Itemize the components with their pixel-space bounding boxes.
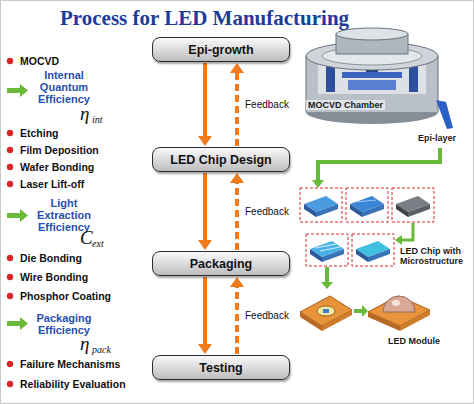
process-flow-arrows: [312, 148, 440, 317]
process-box: LED Chip Design: [152, 147, 290, 172]
process-box: Packaging: [152, 251, 290, 276]
picture-label: LED Module: [388, 336, 440, 346]
list-item: Etching: [20, 127, 59, 139]
symbol-subscript: pack: [92, 344, 111, 355]
list-item: Laser Lift-off: [20, 178, 84, 190]
feedback-arrow: [230, 63, 244, 146]
picture-label: MOCVD Chamber: [306, 100, 385, 110]
picture-label: LED Chip with Microstructure: [400, 246, 470, 266]
efficiency-label: Internal Quantum Efficiency: [28, 69, 100, 105]
list-item: Film Deposition: [20, 144, 99, 156]
symbol-subscript: ext: [92, 238, 104, 249]
edge-label: Feedback: [244, 99, 290, 111]
process-box: Testing: [152, 355, 290, 380]
list-item: Failure Mechanisms: [20, 358, 120, 370]
picture-label: Epi-layer: [418, 133, 456, 143]
efficiency-symbol: η: [80, 104, 89, 123]
box-text: LED Chip Design: [170, 153, 271, 167]
flow-arrow: [198, 173, 212, 250]
edge-label: Feedback: [244, 206, 290, 218]
process-box: Epi-growth: [152, 37, 290, 62]
efficiency-symbol: η: [80, 334, 89, 353]
bullet-dots: [7, 58, 13, 387]
box-text: Testing: [199, 361, 243, 375]
list-item: Reliability Evaluation: [20, 378, 126, 390]
mocvd-chamber: [306, 28, 453, 129]
list-item: Wafer Bonding: [20, 161, 94, 173]
box-text: Epi-growth: [188, 43, 253, 57]
list-item: Wire Bonding: [20, 271, 88, 283]
led-modules: [300, 296, 430, 331]
flow-arrow: [198, 63, 212, 146]
efficiency-symbol: C: [80, 228, 93, 247]
list-item: MOCVD: [20, 55, 59, 67]
symbol-subscript: int: [92, 114, 103, 125]
edge-label: Feedback: [244, 310, 290, 322]
diagram-title: Process for LED Manufacturing: [60, 6, 349, 30]
feedback-arrow: [230, 277, 244, 354]
chip-wafers: [300, 188, 434, 222]
box-text: Packaging: [190, 257, 253, 271]
flow-arrow: [198, 277, 212, 354]
list-item: Die Bonding: [20, 252, 82, 264]
feedback-arrow: [230, 173, 244, 250]
list-item: Phosphor Coating: [20, 290, 111, 302]
chips-with-microstructure: [306, 234, 394, 266]
efficiency-label: Packaging Efficiency: [28, 312, 100, 336]
